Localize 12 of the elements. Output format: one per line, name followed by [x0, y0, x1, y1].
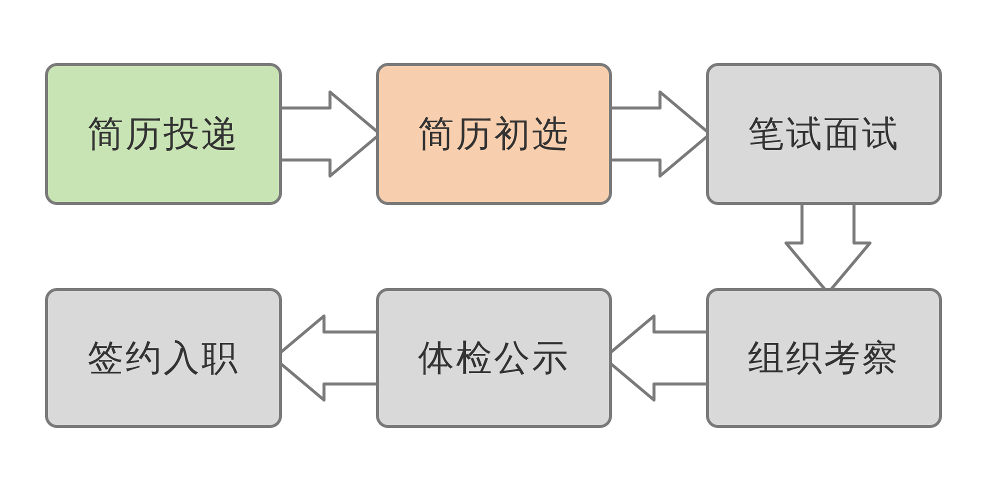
step-box: [706, 288, 942, 428]
step-label: 组织考察: [748, 336, 900, 380]
step-box: [45, 288, 282, 428]
step-label: 简历初选: [418, 112, 570, 156]
step-label: 签约入职: [88, 336, 240, 380]
step-box: [376, 288, 612, 428]
step-label: 笔试面试: [748, 112, 900, 156]
step-label: 简历投递: [88, 112, 240, 156]
step-box: [706, 63, 942, 205]
step-label: 体检公示: [418, 336, 570, 380]
step-box: [45, 63, 282, 205]
step-box: [376, 63, 612, 205]
